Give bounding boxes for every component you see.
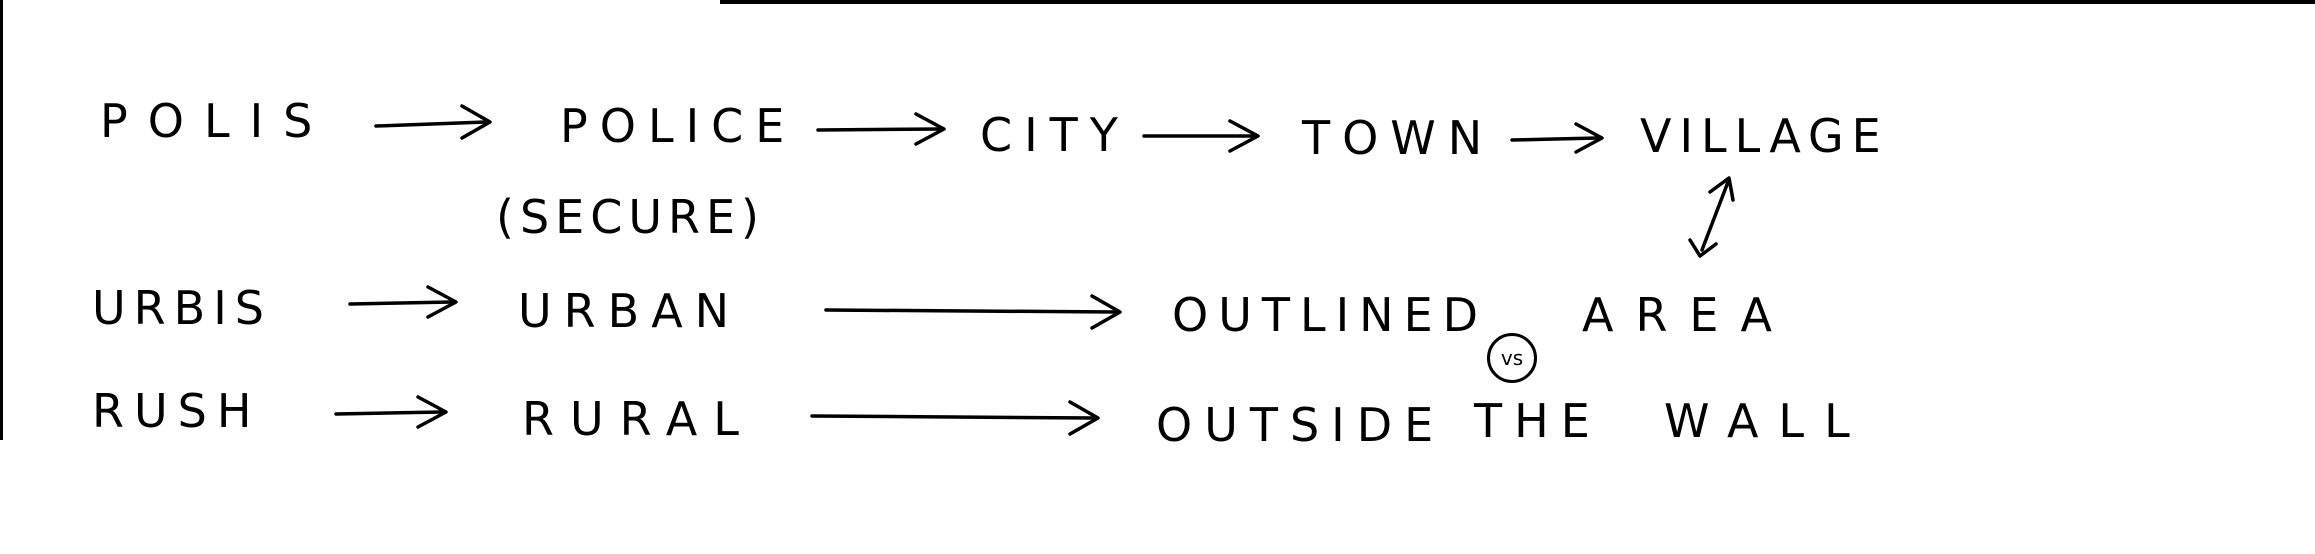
arrow-town-village bbox=[1510, 122, 1604, 154]
word-village: VILLAGE bbox=[1640, 109, 1889, 163]
word-urbis: URBIS bbox=[92, 281, 272, 335]
word-wall: WALL bbox=[1664, 394, 1870, 448]
word-outlined: OUTLINED bbox=[1172, 288, 1489, 342]
arrow-city-town bbox=[1142, 119, 1260, 153]
scan-border-left bbox=[0, 0, 3, 440]
arrow-urbis-urban bbox=[348, 285, 458, 319]
arrow-urban-outlined bbox=[824, 294, 1122, 330]
word-police: POLICE bbox=[560, 99, 797, 153]
vs-connector: vs bbox=[1487, 333, 1537, 383]
word-outside: OUTSIDE bbox=[1156, 398, 1446, 452]
word-rural: RURAL bbox=[522, 392, 755, 446]
word-polis: POLIS bbox=[100, 94, 333, 148]
word-town: TOWN bbox=[1302, 111, 1495, 165]
annotation-secure: (SECURE) bbox=[496, 190, 765, 244]
scan-border-top bbox=[720, 0, 2315, 4]
arrow-rush-rural bbox=[334, 395, 448, 429]
word-rush: RUSH bbox=[92, 384, 262, 438]
word-the: THE bbox=[1474, 394, 1602, 448]
arrow-rural-outside bbox=[810, 400, 1100, 436]
arrow-polis-police bbox=[374, 104, 492, 140]
word-city: CITY bbox=[980, 108, 1130, 162]
arrow-police-city bbox=[816, 112, 946, 146]
word-area: AREA bbox=[1582, 288, 1794, 342]
double-arrow-village-area bbox=[1688, 176, 1735, 258]
word-urban: URBAN bbox=[518, 284, 742, 338]
